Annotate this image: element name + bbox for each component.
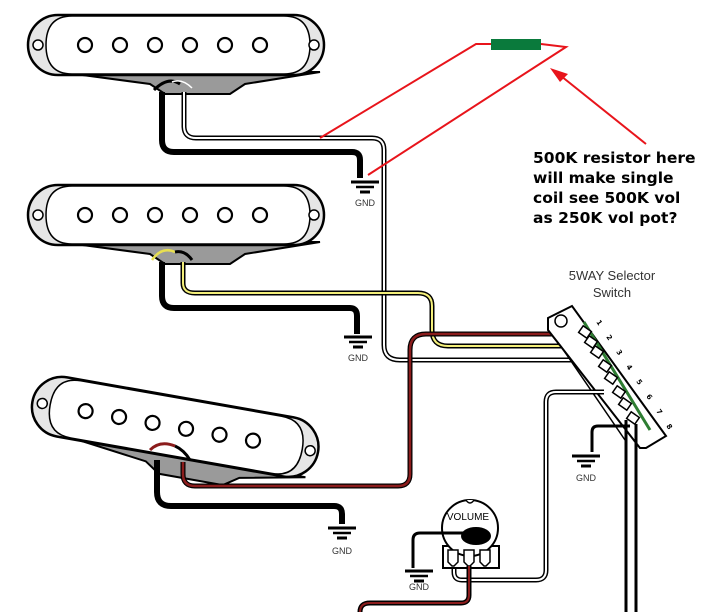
annotation-line: as 250K vol pot? <box>533 209 678 227</box>
switch-lugs <box>577 324 641 426</box>
volume-pot: VOLUME GND <box>357 499 500 612</box>
gnd-label: GND <box>355 198 376 208</box>
pole-pieces <box>76 36 269 54</box>
ground-symbol <box>403 569 435 583</box>
pickup-middle: GND <box>26 183 580 363</box>
annotation-line: 500K resistor here <box>533 149 696 167</box>
annotation-line: will make single <box>533 169 674 187</box>
resistor <box>491 39 541 50</box>
volume-label: VOLUME <box>447 512 490 523</box>
lug-label: 8 <box>664 423 673 432</box>
annotation-text: 500K resistor here will make single coil… <box>533 148 696 228</box>
lug-label: 5 <box>634 378 643 387</box>
ground-symbol <box>342 335 374 349</box>
annotation-line: coil see 500K vol <box>533 189 681 207</box>
lug-label: 6 <box>644 393 653 402</box>
resistor-annotation <box>319 39 647 176</box>
pickup-neck: GND <box>26 13 592 363</box>
gnd-label: GND <box>576 473 597 483</box>
switch-title: 5WAY Selector <box>569 268 656 283</box>
switch-subtitle: Switch <box>593 285 631 300</box>
gnd-label: GND <box>409 582 430 592</box>
gnd-label: GND <box>348 353 369 363</box>
ground-symbol <box>570 454 602 468</box>
ground-symbol <box>326 526 358 540</box>
lug-label: 7 <box>654 408 663 417</box>
lug-label: 1 <box>594 319 603 328</box>
pickup-bridge: GND <box>30 331 580 556</box>
arrow-head-icon <box>550 68 568 82</box>
lug-label: 3 <box>614 348 623 357</box>
lug-label: 2 <box>604 333 613 342</box>
gnd-label: GND <box>332 546 353 556</box>
ground-symbol <box>349 180 381 194</box>
lug-label: 4 <box>624 363 633 372</box>
arrow-line <box>555 71 647 145</box>
